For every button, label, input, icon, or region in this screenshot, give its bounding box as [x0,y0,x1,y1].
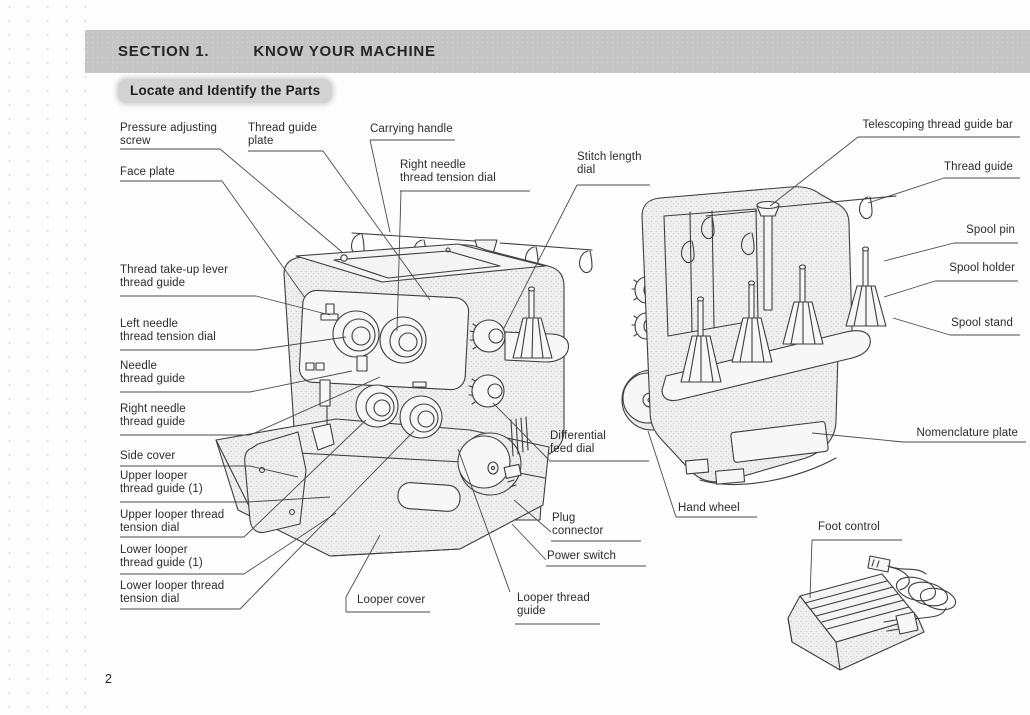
leader-power-switch [511,523,646,567]
part-label-differential-feed-dial: Differential feed dial [550,430,606,455]
foot-control-illustration [787,555,957,671]
leader-side-cover [120,465,299,478]
leader-looper-cover [345,534,430,613]
leader-spool-pin [883,242,1018,262]
section-number: SECTION 1. [118,43,210,60]
leader-face-plate [120,180,306,299]
part-label-thread-guide: Thread guide [944,161,1013,173]
spool-pins-and-holders [680,246,887,383]
page-number: 2 [105,672,112,686]
pressure-screw [340,254,348,262]
leader-upper-looper-thread-guide [120,496,331,503]
leader-right-needle-thread-tension-dial [396,190,530,332]
leader-spool-stand [892,317,1020,336]
thread-guides-small [305,303,427,388]
nomenclature-plate-part [730,421,829,463]
part-label-hand-wheel: Hand wheel [678,502,740,514]
leader-plug-connector [513,499,641,542]
side-cover-panel [244,379,335,534]
leader-lower-looper-thread-guide [120,512,337,575]
part-label-spool-pin: Spool pin [966,224,1015,236]
part-label-foot-control: Foot control [818,521,880,533]
leader-nomenclature-plate [811,432,1026,443]
wall-plug [895,611,919,635]
leader-stitch-length-dial [502,184,650,331]
leader-telescoping-thread-guide-bar [769,136,1020,207]
part-label-pressure-adjusting-screw: Pressure adjusting screw [120,122,218,147]
upper-looper-tension-dial [355,384,399,428]
part-label-lower-looper-thread-tension-dial: Lower looper thread tension dial [120,580,225,605]
leader-thread-guide [867,177,1020,204]
leader-lower-looper-thread-tension-dial [120,430,415,610]
leader-hand-wheel [647,430,757,518]
leader-foot-control [809,539,902,599]
part-label-right-needle-thread-tension-dial: Right needle thread tension dial [400,159,496,184]
subsection-heading: Locate and Identify the Parts [118,79,333,103]
part-label-spool-stand: Spool stand [951,317,1013,329]
part-label-side-cover: Side cover [120,450,176,462]
part-label-lower-looper-thread-guide-1: Lower looper thread guide (1) [120,544,203,569]
leader-thread-take-up-lever [120,295,331,316]
part-label-carrying-handle: Carrying handle [370,123,453,135]
part-label-stitch-length-dial: Stitch length dial [577,151,642,176]
leader-lines [120,136,1026,625]
part-label-looper-thread-guide: Looper thread guide [517,592,590,617]
differential-feed-dial-part [468,374,505,408]
part-label-plug-connector: Plug connector [552,512,604,537]
part-label-thread-take-up-lever-thread-guide: Thread take-up lever thread guide [120,264,229,289]
pedal-top [799,573,919,643]
leader-carrying-handle [369,139,455,233]
lower-looper-tension-dial [399,395,443,439]
part-label-telescoping-thread-guide-bar: Telescoping thread guide bar [862,119,1013,131]
part-label-power-switch: Power switch [547,550,616,562]
part-label-upper-looper-thread-tension-dial: Upper looper thread tension dial [120,509,225,534]
right-side-controls [457,286,570,496]
section-header-band: SECTION 1. KNOW YOUR MACHINE [85,30,1030,73]
part-label-looper-cover: Looper cover [357,594,426,606]
power-cord [867,555,957,635]
right-needle-tension-dial [379,316,427,364]
hand-wheel-front [457,432,522,496]
part-label-needle-thread-guide: Needle thread guide [120,360,186,385]
lower-rear-body [684,421,837,485]
leader-right-needle-thread-guide [120,376,381,436]
front-view-illustration [215,232,593,557]
leader-thread-guide-plate [248,150,431,301]
part-label-right-needle-thread-guide: Right needle thread guide [120,403,186,428]
leader-pressure-adjusting-screw [120,148,343,253]
leader-left-needle-thread-tension-dial [120,336,347,351]
spool-cone [512,286,553,359]
spool-stand-arm [661,330,871,402]
left-needle-tension-dial [332,310,380,358]
leader-spool-holder [883,280,1018,298]
part-label-upper-looper-thread-guide-1: Upper looper thread guide (1) [120,470,203,495]
leader-differential-feed-dial [492,402,649,462]
part-label-thread-guide-plate: Thread guide plate [248,122,317,147]
leader-needle-thread-guide [120,370,353,393]
pedal-ribs [804,580,910,630]
part-label-nomenclature-plate: Nomenclature plate [916,427,1018,439]
power-switch-part [503,416,529,488]
leader-looper-thread-guide [457,448,600,625]
part-label-face-plate: Face plate [120,166,175,178]
section-title: KNOW YOUR MACHINE [253,43,436,60]
telescoping-bar [701,195,897,311]
part-label-spool-holder: Spool holder [949,262,1015,274]
rear-view-illustration [621,186,897,485]
leader-upper-looper-thread-tension-dial [120,419,367,538]
part-label-left-needle-thread-tension-dial: Left needle thread tension dial [120,318,216,343]
top-cover [295,243,546,283]
